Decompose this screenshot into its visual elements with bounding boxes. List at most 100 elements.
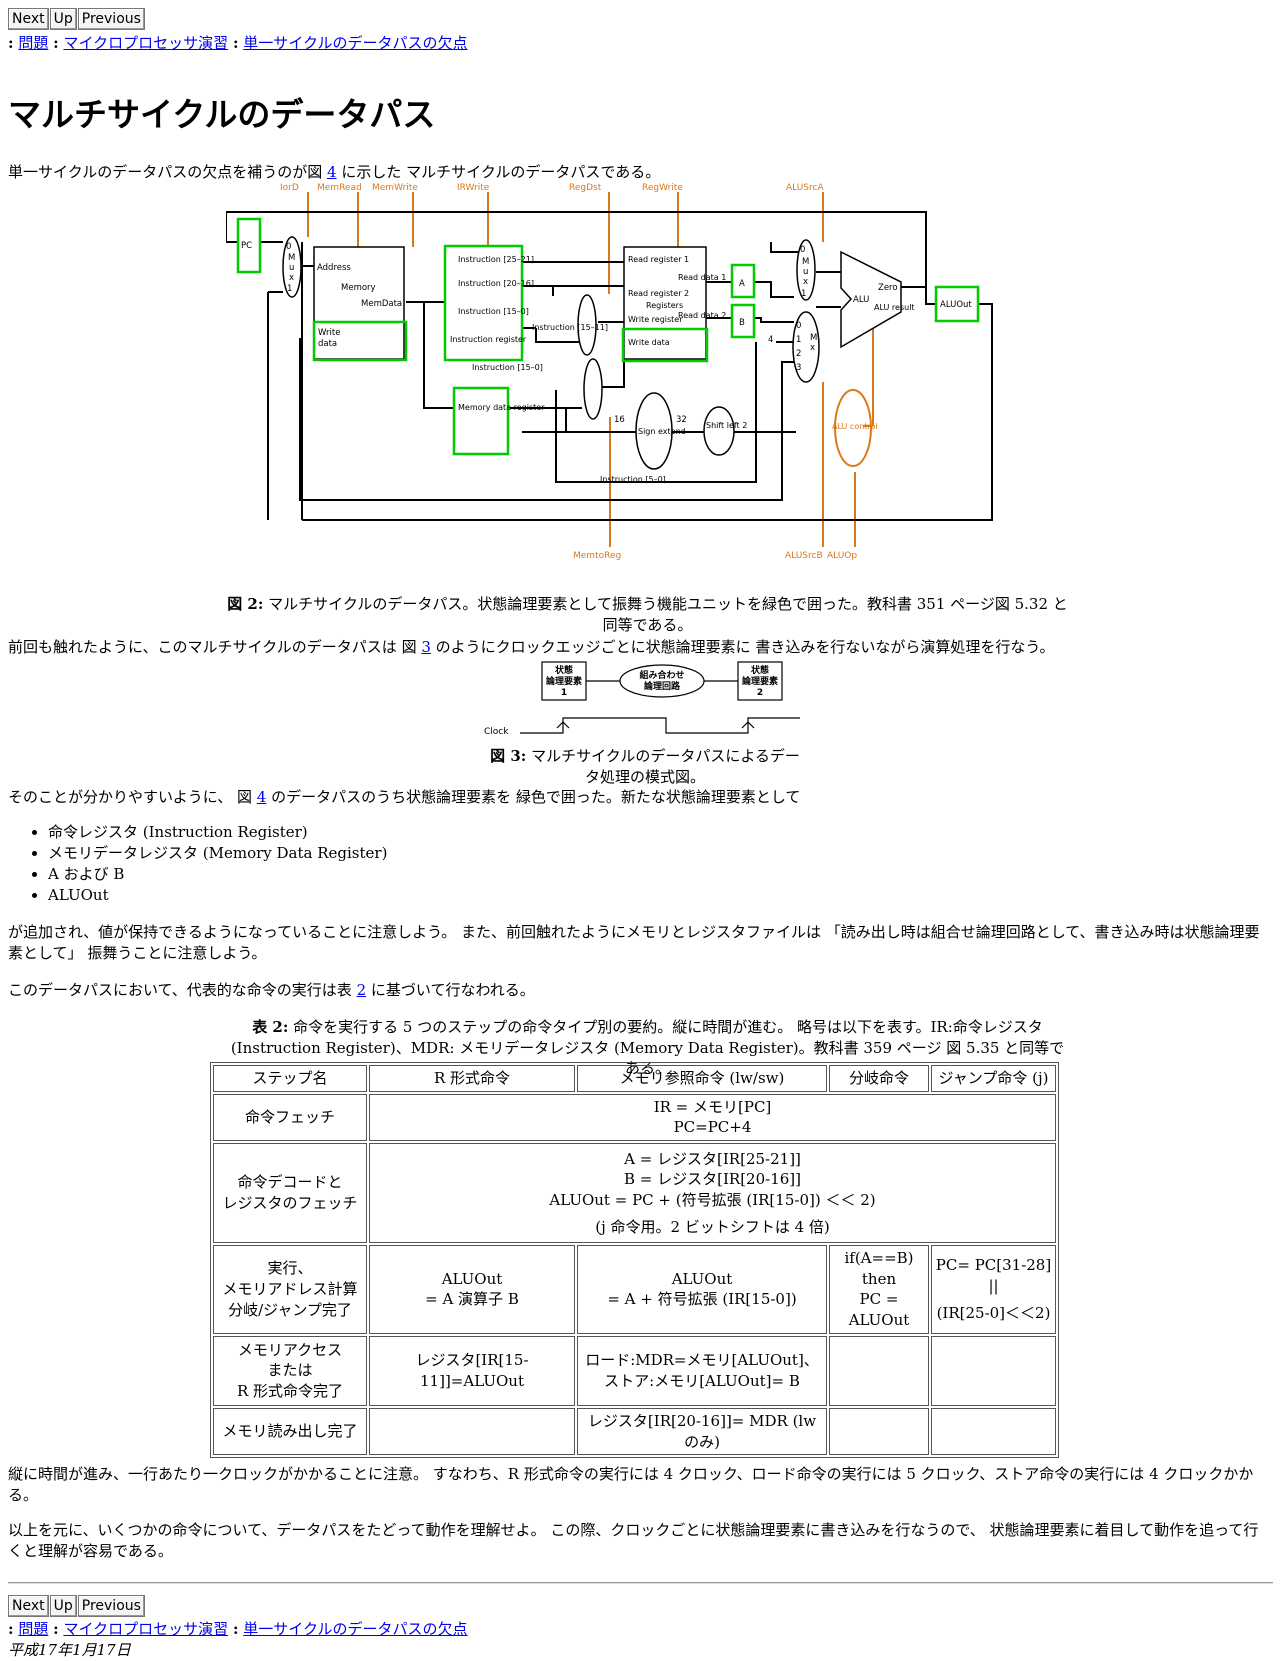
memory-cell: ロード:MDR=メモリ[ALUOut]、ストア:メモリ[ALUOut]= B (577, 1335, 827, 1406)
svg-text:M: M (810, 333, 817, 343)
regwrite-label: RegWrite (642, 183, 683, 193)
components (282, 236, 902, 470)
svg-text:2: 2 (796, 349, 801, 359)
breadcrumb-link-single-cycle[interactable]: 単一サイクルのデータパスの欠点 (243, 1620, 468, 1638)
breadcrumb-link-problem[interactable]: 問題 (18, 34, 49, 52)
svg-text:Instruction [15–0]: Instruction [15–0] (458, 307, 529, 316)
svg-text:1: 1 (287, 284, 292, 294)
svg-text:ALU result: ALU result (874, 303, 915, 312)
address-label: Address (317, 263, 351, 273)
intro-paragraph: 単一サイクルのデータパスの欠点を補うのが図 4 に示した マルチサイクルのデータ… (8, 163, 661, 181)
branch-cell (829, 1335, 929, 1406)
breadcrumb: : 問題 : マイクロプロセッサ演習 : 単一サイクルのデータパスの欠点 (8, 33, 468, 54)
component-labels: PC 0 M u x 1 Address Memory MemData Writ… (241, 241, 972, 484)
paragraph-table-ref: このデータパスにおいて、代表的な命令の実行は表 2 に基づいて行なわれる。 (8, 981, 535, 999)
svg-text:0: 0 (286, 242, 291, 252)
state-element-list: 命令レジスタ (Instruction Register) メモリデータレジスタ… (8, 822, 387, 906)
previous-button[interactable]: Previous (77, 1595, 145, 1617)
svg-text:x: x (810, 343, 815, 353)
memory-label: Memory (341, 283, 376, 293)
breadcrumb-sep: : (232, 1620, 239, 1638)
r-type-cell: ALUOut= A 演算子 B (369, 1245, 575, 1334)
page-title: マルチサイクルのデータパス (8, 95, 436, 134)
svg-text:Instruction [15–11]: Instruction [15–11] (532, 323, 608, 332)
svg-text:u: u (289, 263, 294, 273)
datapath-wires (226, 211, 993, 521)
svg-text:論理要素: 論理要素 (546, 675, 582, 687)
list-item: 命令レジスタ (Instruction Register) (48, 822, 387, 843)
svg-text:32: 32 (676, 415, 687, 425)
alusrcb-label: ALUSrcB (785, 551, 823, 561)
next-button[interactable]: Next (8, 8, 49, 30)
step-name-cell: メモリ読み出し完了 (213, 1407, 367, 1456)
svg-text:x: x (289, 273, 294, 283)
column-header: 分岐命令 (829, 1065, 929, 1092)
breadcrumb-link-exercise[interactable]: マイクロプロセッサ演習 (63, 1620, 229, 1638)
irwrite-label: IRWrite (457, 183, 490, 193)
breadcrumb-sep: : (8, 34, 14, 52)
instruction-step-table: ステップ名 R 形式命令 メモリ参照命令 (lw/sw) 分岐命令 ジャンプ命令… (210, 1062, 1059, 1459)
jump-cell (931, 1335, 1056, 1406)
r-type-cell: レジスタ[IR[15-11]]=ALUOut (369, 1335, 575, 1406)
svg-text:Sign extend: Sign extend (638, 427, 686, 436)
table-header-row: ステップ名 R 形式命令 メモリ参照命令 (lw/sw) 分岐命令 ジャンプ命令… (213, 1065, 1056, 1092)
up-button[interactable]: Up (49, 8, 77, 30)
step-name-cell: 実行、メモリアドレス計算分岐/ジャンプ完了 (213, 1245, 367, 1334)
breadcrumb-sep: : (53, 1620, 59, 1638)
alu-label: ALU (853, 295, 869, 305)
svg-text:u: u (803, 267, 808, 277)
svg-text:M: M (288, 253, 295, 263)
memwrite-label: MemWrite (372, 183, 418, 193)
column-header: ジャンプ命令 (j) (931, 1065, 1056, 1092)
svg-text:Registers: Registers (646, 301, 683, 310)
state-logic-diagram: 状態 論理要素 1 組み合わせ 論理回路 状態 論理要素 2 Clock (484, 661, 800, 737)
breadcrumb: : 問題 : マイクロプロセッサ演習 : 単一サイクルのデータパスの欠点 (8, 1619, 468, 1640)
aluout-label: ALUOut (940, 300, 972, 310)
divider (8, 1582, 1273, 1584)
svg-text:論理要素: 論理要素 (742, 675, 778, 687)
list-item: A および B (48, 864, 387, 885)
alusrca-label: ALUSrcA (786, 183, 824, 193)
memory-cell: ALUOut= A + 符号拡張 (IR[15-0]) (577, 1245, 827, 1334)
breadcrumb-link-single-cycle[interactable]: 単一サイクルのデータパスの欠点 (243, 34, 468, 52)
breadcrumb-link-problem[interactable]: 問題 (18, 1620, 49, 1638)
svg-text:組み合わせ: 組み合わせ (639, 669, 684, 681)
next-button[interactable]: Next (8, 1595, 49, 1617)
register-b-label: B (739, 318, 745, 328)
state-elements (236, 217, 980, 456)
figure-ref-link[interactable]: 4 (256, 788, 267, 806)
up-button[interactable]: Up (49, 1595, 77, 1617)
table-row: メモリ読み出し完了 レジスタ[IR[20-16]]= MDR (lw のみ) (213, 1407, 1056, 1456)
figure-ref-link[interactable]: 3 (421, 638, 431, 656)
svg-text:M: M (802, 257, 809, 267)
table-ref-link[interactable]: 2 (356, 981, 367, 999)
svg-text:Write data: Write data (628, 338, 670, 347)
svg-text:1: 1 (801, 289, 806, 299)
breadcrumb-sep: : (53, 34, 59, 52)
svg-text:Write register: Write register (628, 315, 683, 324)
clock-label: Clock (484, 727, 509, 737)
svg-text:Read register 2: Read register 2 (628, 289, 689, 298)
jump-cell: PC= PC[31-28] ||(IR[25-0]＜＜2) (931, 1245, 1056, 1334)
svg-text:Shift left 2: Shift left 2 (706, 421, 747, 430)
svg-text:Instruction [25–21]: Instruction [25–21] (458, 255, 534, 264)
table-row: 命令フェッチ IR = メモリ[PC]PC=PC+4 (213, 1093, 1056, 1142)
breadcrumb-link-exercise[interactable]: マイクロプロセッサ演習 (63, 34, 229, 52)
paragraph-highlight: そのことが分かりやすいように、 図 4 のデータパスのうち状態論理要素を 緑色で… (8, 788, 801, 806)
previous-button[interactable]: Previous (77, 8, 145, 30)
svg-text:Instruction register: Instruction register (450, 335, 527, 344)
step-name-cell: 命令デコードとレジスタのフェッチ (213, 1143, 367, 1244)
svg-text:3: 3 (796, 363, 801, 373)
paragraph-clock: 前回も触れたように、このマルチサイクルのデータパスは 図 3 のようにクロックエ… (8, 638, 1055, 656)
svg-text:Instruction [20–16]: Instruction [20–16] (458, 279, 534, 288)
table-row: 実行、メモリアドレス計算分岐/ジャンプ完了 ALUOut= A 演算子 B AL… (213, 1245, 1056, 1334)
memtoreg-label: MemtoReg (573, 551, 621, 561)
svg-text:Read data 1: Read data 1 (678, 273, 726, 282)
register-a-label: A (739, 279, 745, 289)
paragraph-note: が追加され、値が保持できるようになっていることに注意しよう。 また、前回触れたよ… (8, 923, 1260, 962)
figure2-caption: 図 2: マルチサイクルのデータパス。状態論理要素として振舞う機能ユニットを緑色… (227, 595, 1068, 634)
figure-ref-link[interactable]: 4 (327, 163, 337, 181)
